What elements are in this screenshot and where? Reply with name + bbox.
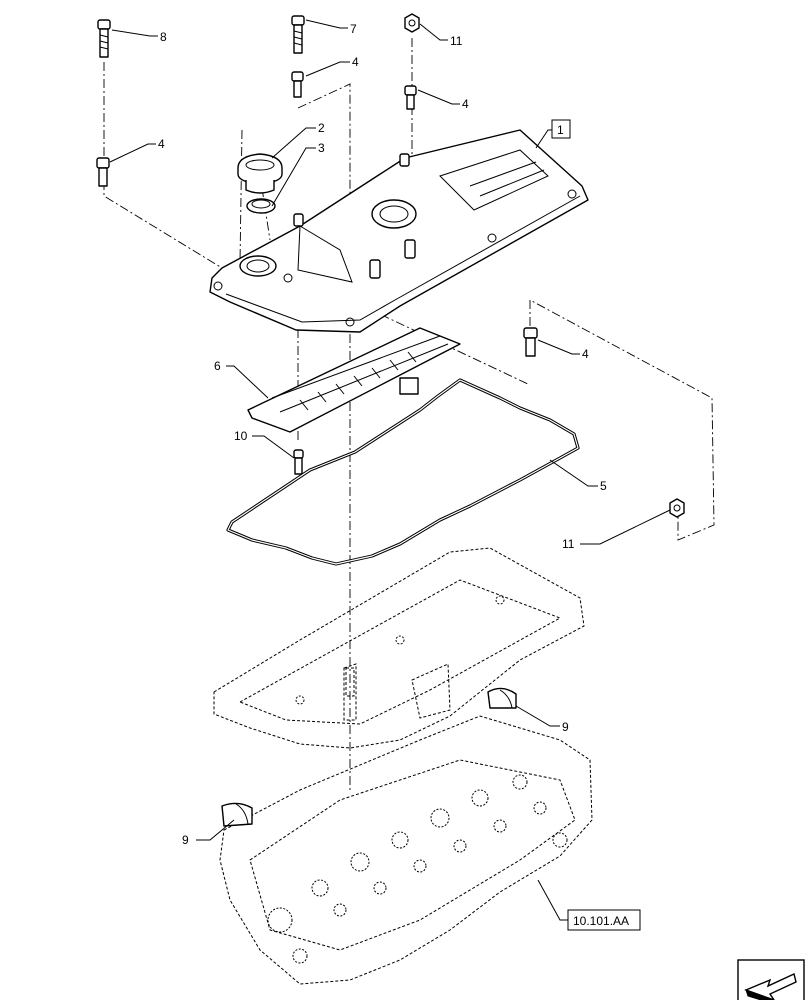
valve-cover-gasket xyxy=(226,378,580,566)
callout-4-mid: 4 xyxy=(462,97,469,111)
callout-1-box: 1 xyxy=(551,119,571,139)
callout-11-top: 11 xyxy=(450,34,463,48)
stud-4-d xyxy=(523,327,538,357)
callout-6: 6 xyxy=(214,359,221,373)
callout-3: 3 xyxy=(318,141,325,155)
block-9-lower xyxy=(221,802,253,827)
callout-11-right: 11 xyxy=(562,537,575,551)
callout-9-upper: 9 xyxy=(562,720,569,734)
callout-5: 5 xyxy=(600,479,607,493)
callout-4-left: 4 xyxy=(158,137,165,151)
screw-7 xyxy=(291,15,305,54)
stud-4-a xyxy=(291,71,304,98)
callout-labels: 8 7 11 4 4 4 4 2 3 6 10 5 11 9 9 xyxy=(158,22,607,847)
screw-8 xyxy=(97,19,111,58)
block-9-upper xyxy=(487,687,517,709)
stud-4-b xyxy=(404,85,417,110)
stud-4-c xyxy=(96,157,110,187)
callout-4-right: 4 xyxy=(582,347,589,361)
callout-10: 10 xyxy=(234,429,248,443)
filler-cap-seal xyxy=(246,198,276,214)
next-page-arrow-icon[interactable] xyxy=(737,959,805,1000)
reference-label[interactable]: 10.101.AA xyxy=(573,914,629,928)
callout-7: 7 xyxy=(350,22,357,36)
valve-cover xyxy=(209,129,589,333)
callout-8: 8 xyxy=(160,30,167,44)
callout-1: 1 xyxy=(557,123,564,137)
reference-link[interactable]: 10.101.AA xyxy=(567,909,641,931)
leader-lines xyxy=(109,19,671,921)
nut-11-right xyxy=(669,498,685,518)
baffle-plate xyxy=(247,327,461,433)
callout-4-top: 4 xyxy=(352,55,359,69)
oil-filler-cap xyxy=(237,153,283,194)
cylinder-head-phantom xyxy=(213,547,593,985)
stud-10 xyxy=(293,449,304,475)
callout-9-lower: 9 xyxy=(182,833,189,847)
nut-11-top xyxy=(404,13,420,33)
callout-2: 2 xyxy=(318,121,325,135)
assembly-center-lines xyxy=(103,38,715,790)
